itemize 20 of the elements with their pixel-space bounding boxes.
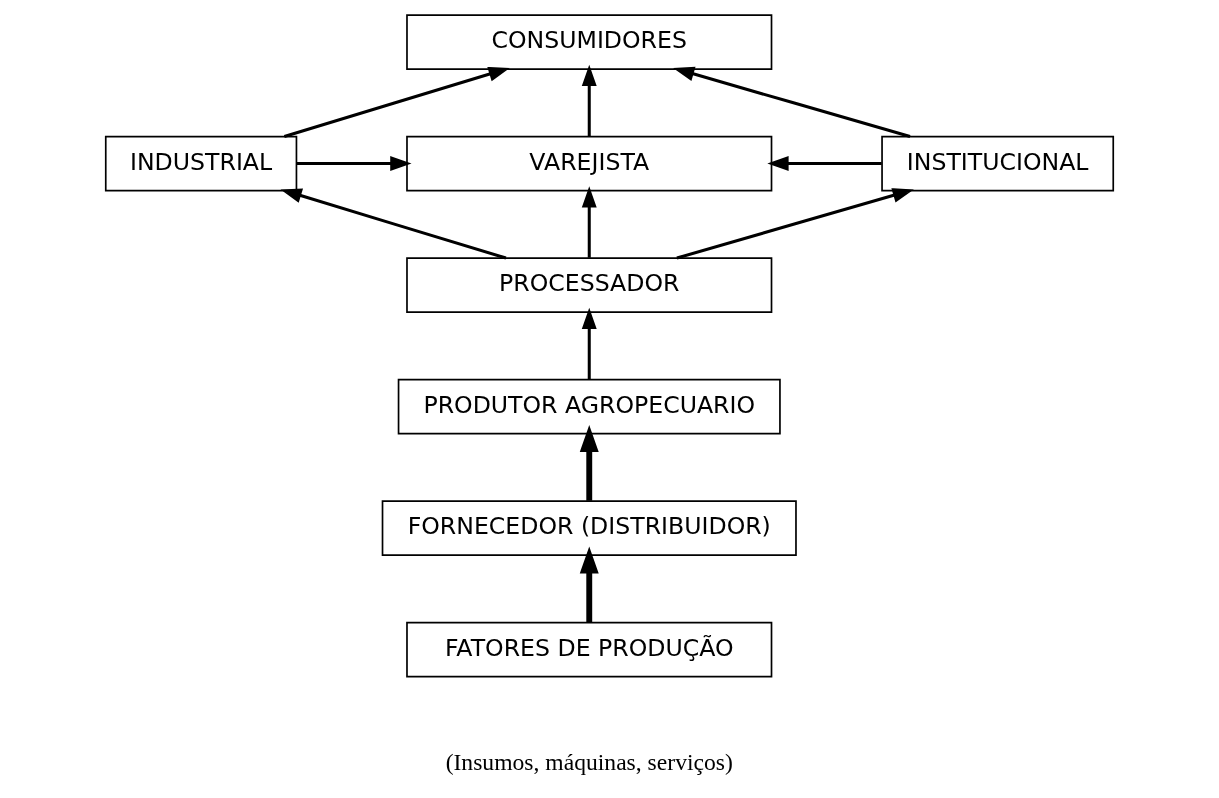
- arrow: [767, 156, 882, 172]
- node-box: INSTITUCIONAL: [881, 135, 1115, 192]
- arrow: [676, 188, 914, 260]
- node-box: PRODUTOR AGROPECUARIO: [397, 378, 781, 435]
- arrow: [581, 64, 597, 137]
- arrow: [579, 424, 599, 501]
- arrow: [673, 66, 911, 138]
- node-box: CONSUMIDORES: [406, 14, 773, 70]
- arrow: [283, 67, 510, 138]
- node-box: FATORES DE PRODUÇÃO: [406, 621, 773, 678]
- arrow: [579, 546, 599, 623]
- node-box: INDUSTRIAL: [104, 135, 298, 192]
- arrow: [581, 307, 597, 380]
- node-box: PROCESSADOR: [406, 257, 773, 313]
- arrow: [280, 188, 507, 260]
- arrow: [296, 156, 412, 172]
- arrow: [581, 186, 597, 258]
- node-box: FORNECEDOR (DISTRIBUIDOR): [381, 500, 797, 556]
- node-label: (Insumos, máquinas, serviços): [445, 748, 733, 775]
- node-box: VAREJISTA: [406, 135, 773, 192]
